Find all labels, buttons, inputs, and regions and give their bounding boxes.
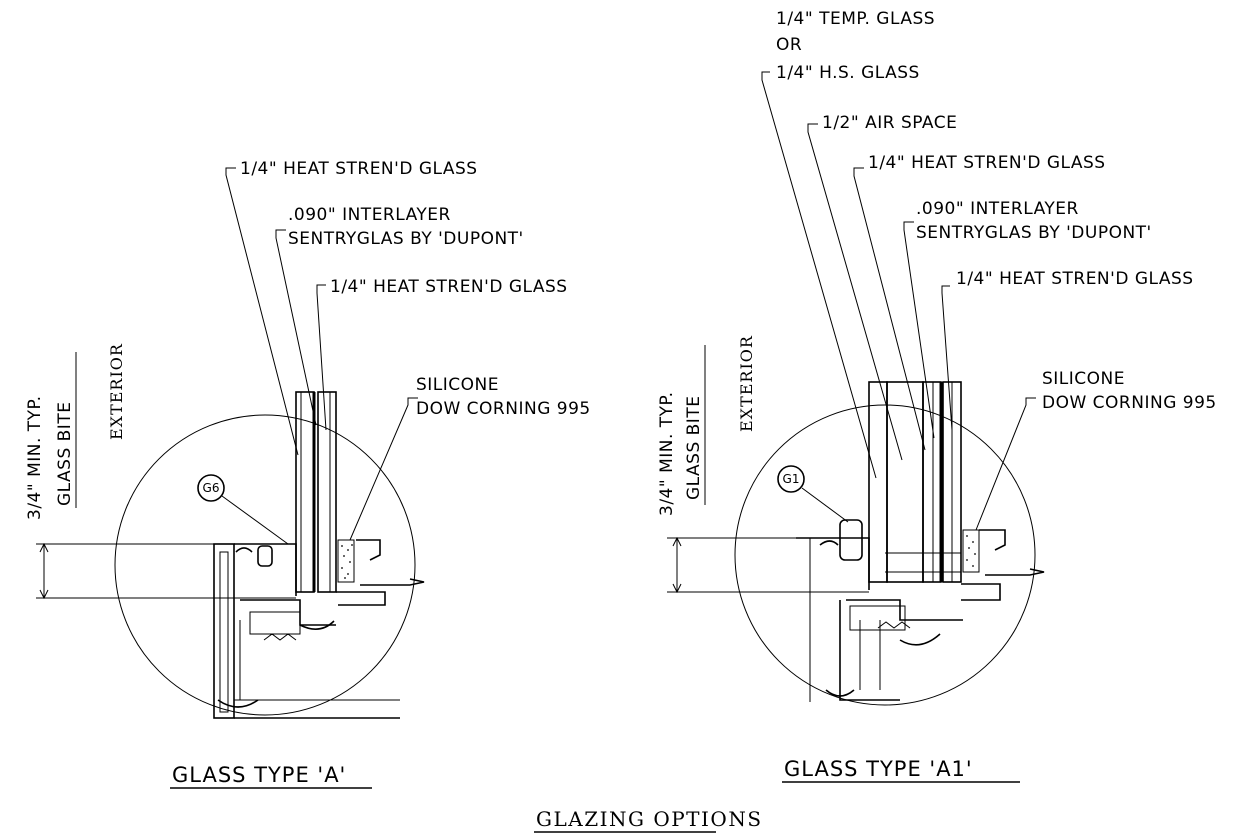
detail-glass-type-a: G6 3/4" MIN. TYP. GLASS BITE EXTERIOR 1/… (25, 159, 591, 789)
label-dow-corning-a: DOW CORNING 995 (416, 399, 591, 419)
tag-label-a: G6 (203, 481, 220, 495)
silicone-bead-a1 (962, 529, 980, 573)
exterior-text-a1: EXTERIOR (737, 335, 756, 432)
label-heat-glass-inner-a: 1/4" HEAT STREN'D GLASS (330, 277, 568, 297)
glass-panes-a (295, 391, 337, 593)
bite-dim-text-a: 3/4" MIN. TYP. (25, 395, 45, 520)
label-silicone-a1: SILICONE (1042, 369, 1125, 389)
detail-circle-a (114, 414, 416, 716)
caption-glass-type-a: GLASS TYPE 'A' (172, 763, 346, 787)
label-air-space-a1: 1/2" AIR SPACE (822, 113, 957, 133)
exterior-text-a: EXTERIOR (107, 343, 126, 440)
label-dow-corning-a1: DOW CORNING 995 (1042, 393, 1217, 413)
drawing-title: GLAZING OPTIONS (536, 807, 763, 831)
label-heat-glass-outer-a: 1/4" HEAT STREN'D GLASS (240, 159, 478, 179)
bite-label-text-a1: GLASS BITE (684, 396, 704, 500)
label-temp-glass-a1: 1/4" TEMP. GLASS (776, 9, 935, 29)
label-interlayer-a1: .090" INTERLAYER (916, 199, 1079, 219)
label-heat-glass-outer-a1: 1/4" HEAT STREN'D GLASS (868, 153, 1106, 173)
tag-bubble-a1: G1 (777, 465, 849, 523)
bite-dimension-a1: 3/4" MIN. TYP. GLASS BITE EXTERIOR (657, 335, 869, 594)
label-or-a1: OR (776, 35, 802, 55)
label-sentryglas-a: SENTRYGLAS BY 'DUPONT' (288, 229, 524, 249)
label-interlayer-a: .090" INTERLAYER (288, 205, 451, 225)
label-sentryglas-a1: SENTRYGLAS BY 'DUPONT' (916, 223, 1152, 243)
frame-extrusion-a (213, 539, 425, 719)
tag-bubble-a: G6 (197, 474, 289, 545)
detail-circle-a1 (734, 404, 1036, 706)
detail-glass-type-a1: G1 3/4" MIN. TYP. GLASS BITE EXTERIOR 1/… (657, 9, 1217, 783)
leaders-a (225, 167, 418, 541)
label-silicone-a: SILICONE (416, 375, 499, 395)
caption-glass-type-a1: GLASS TYPE 'A1' (784, 757, 973, 781)
bite-dim-text-a1: 3/4" MIN. TYP. (657, 391, 677, 516)
tag-label-a1: G1 (783, 472, 800, 486)
leaders-a1 (761, 71, 1036, 531)
label-hs-glass-a1: 1/4" H.S. GLASS (776, 63, 920, 83)
label-heat-glass-inner-a1: 1/4" HEAT STREN'D GLASS (956, 269, 1194, 289)
frame-extrusion-a1 (796, 519, 1045, 702)
bite-label-text-a: GLASS BITE (55, 402, 75, 506)
bite-dimension-a: 3/4" MIN. TYP. GLASS BITE EXTERIOR (25, 343, 296, 600)
silicone-bead-a (337, 539, 355, 583)
glass-panes-a1 (868, 381, 962, 583)
